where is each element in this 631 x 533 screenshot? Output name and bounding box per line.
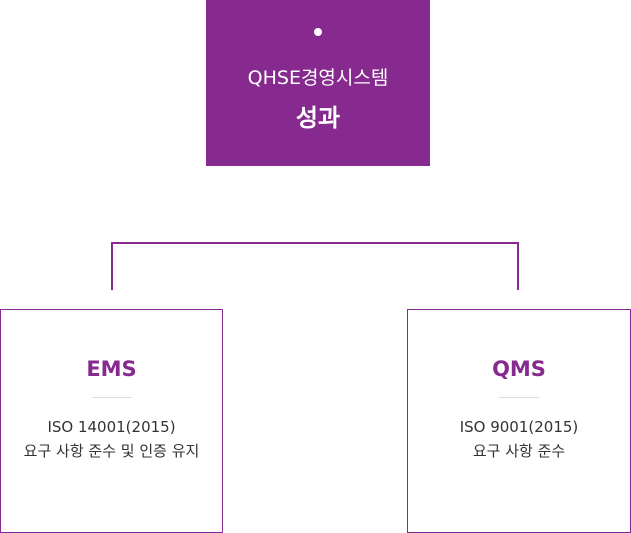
qms-standard-text: ISO 9001(2015): [459, 418, 579, 436]
qms-card-divider: [499, 397, 539, 398]
ems-card-divider: [91, 397, 132, 398]
ems-card-title: EMS: [86, 357, 137, 381]
performance-subtitle: 성과: [295, 104, 341, 132]
qhse-system-title: QHSE경영시스템: [247, 67, 389, 89]
ems-card-description: ISO 14001(2015) 요구 사항 준수 및 인증 유지: [1, 415, 222, 463]
qms-card: QMS ISO 9001(2015) 요구 사항 준수: [407, 309, 631, 533]
qms-requirement-text: 요구 사항 준수: [472, 442, 566, 460]
ems-card: EMS ISO 14001(2015) 요구 사항 준수 및 인증 유지: [0, 309, 223, 533]
qms-card-description: ISO 9001(2015) 요구 사항 준수: [408, 415, 630, 463]
qhse-system-box: QHSE경영시스템 성과: [206, 0, 430, 166]
ems-standard-text: ISO 14001(2015): [47, 418, 176, 436]
qms-card-title: QMS: [492, 357, 546, 381]
ems-requirement-text: 요구 사항 준수 및 인증 유지: [23, 442, 200, 460]
bullet-dot-icon: [314, 28, 322, 36]
hierarchy-connector: [111, 242, 519, 290]
